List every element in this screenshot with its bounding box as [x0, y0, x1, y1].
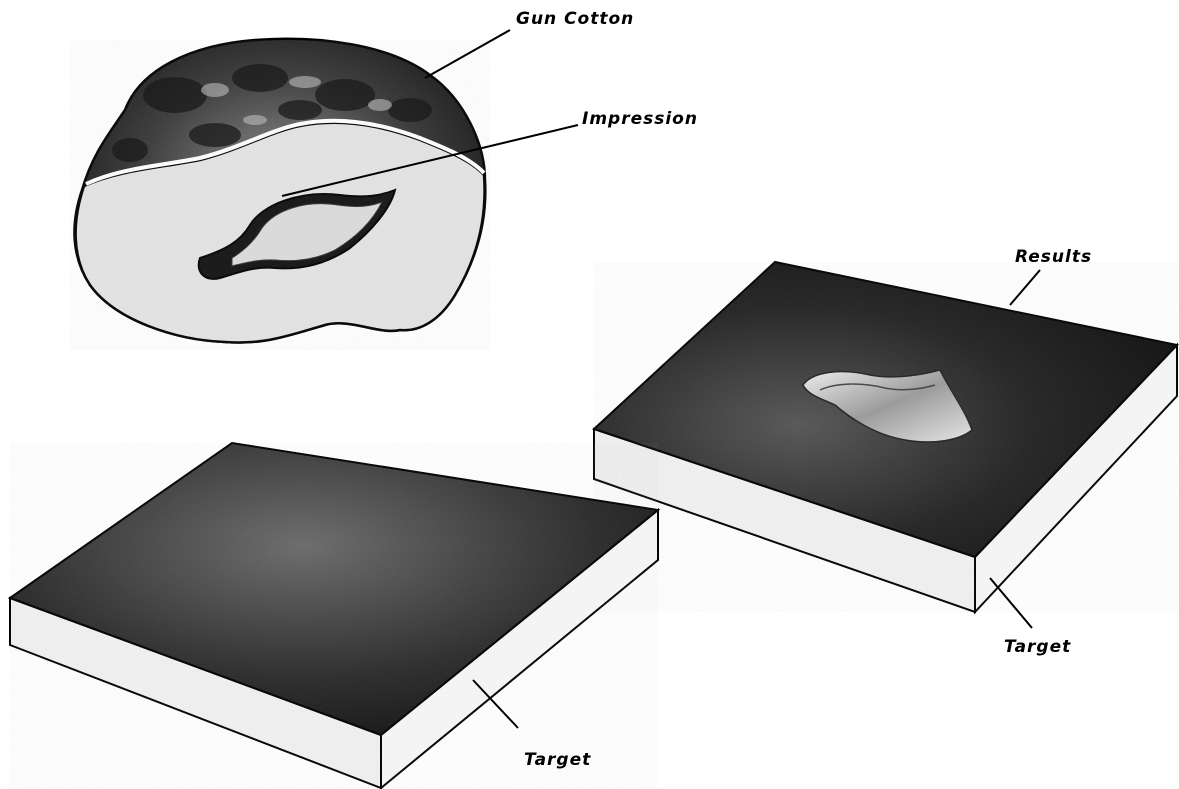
- target-left-label: Target: [524, 750, 591, 770]
- gun-cotton-label: Gun Cotton: [516, 9, 634, 29]
- impression-label: Impression: [582, 109, 698, 129]
- gun-cotton-grain: [70, 40, 490, 350]
- target-plate-left: [10, 443, 658, 788]
- gun-cotton-disk: [70, 39, 490, 350]
- target-right-label: Target: [1004, 637, 1071, 657]
- target-plate-right: [594, 262, 1177, 612]
- results-label: Results: [1015, 247, 1092, 267]
